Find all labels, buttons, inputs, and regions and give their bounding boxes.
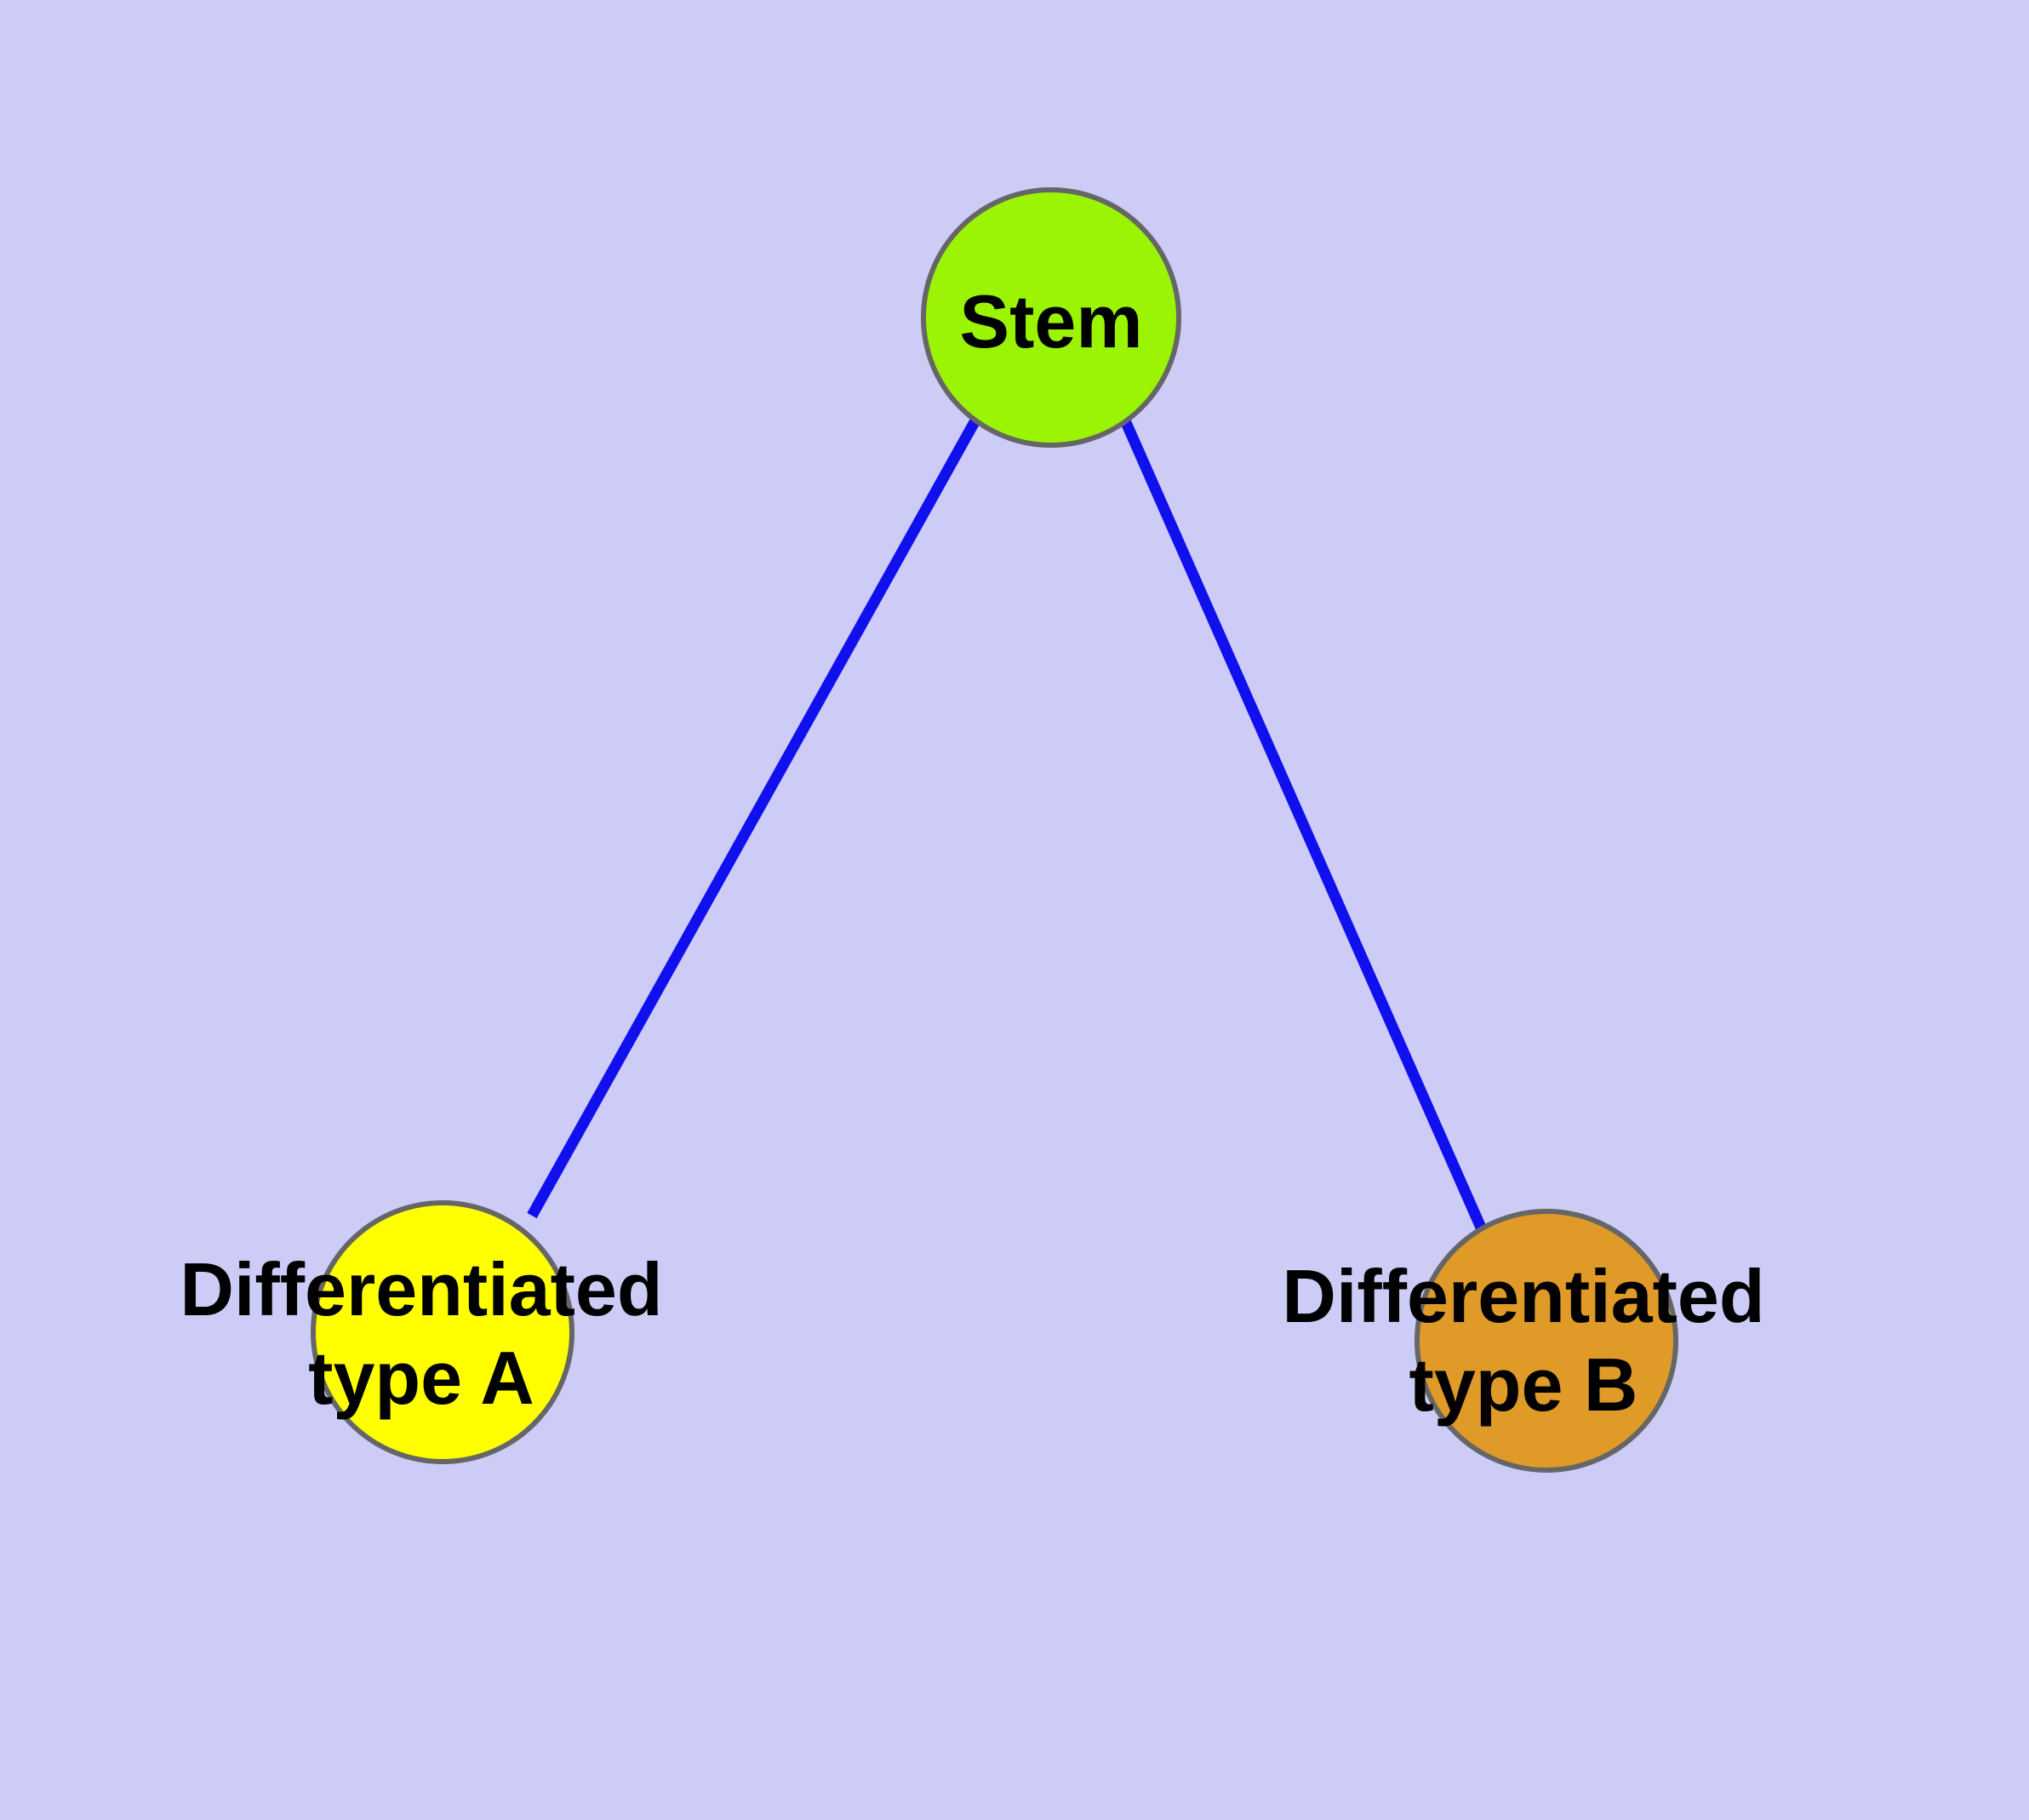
label-line: type A	[308, 1336, 534, 1420]
label-line: type B	[1409, 1342, 1638, 1427]
label-line: Differentiated	[180, 1247, 662, 1331]
nodes-group	[311, 187, 1678, 1473]
node-stem-label: Stem	[959, 279, 1142, 363]
label-line: Stem	[959, 279, 1142, 363]
edges-group	[527, 417, 1486, 1230]
label-line: Differentiated	[1282, 1254, 1764, 1338]
edge-stem-to-differentiated-type-b[interactable]	[1120, 418, 1486, 1230]
edge-stem-to-differentiated-type-a[interactable]	[527, 417, 980, 1219]
node-stem-circle[interactable]	[921, 187, 1181, 448]
node-differentiated-type-b-circle[interactable]	[1415, 1209, 1678, 1473]
node-differentiated-type-a-circle[interactable]	[311, 1200, 574, 1464]
